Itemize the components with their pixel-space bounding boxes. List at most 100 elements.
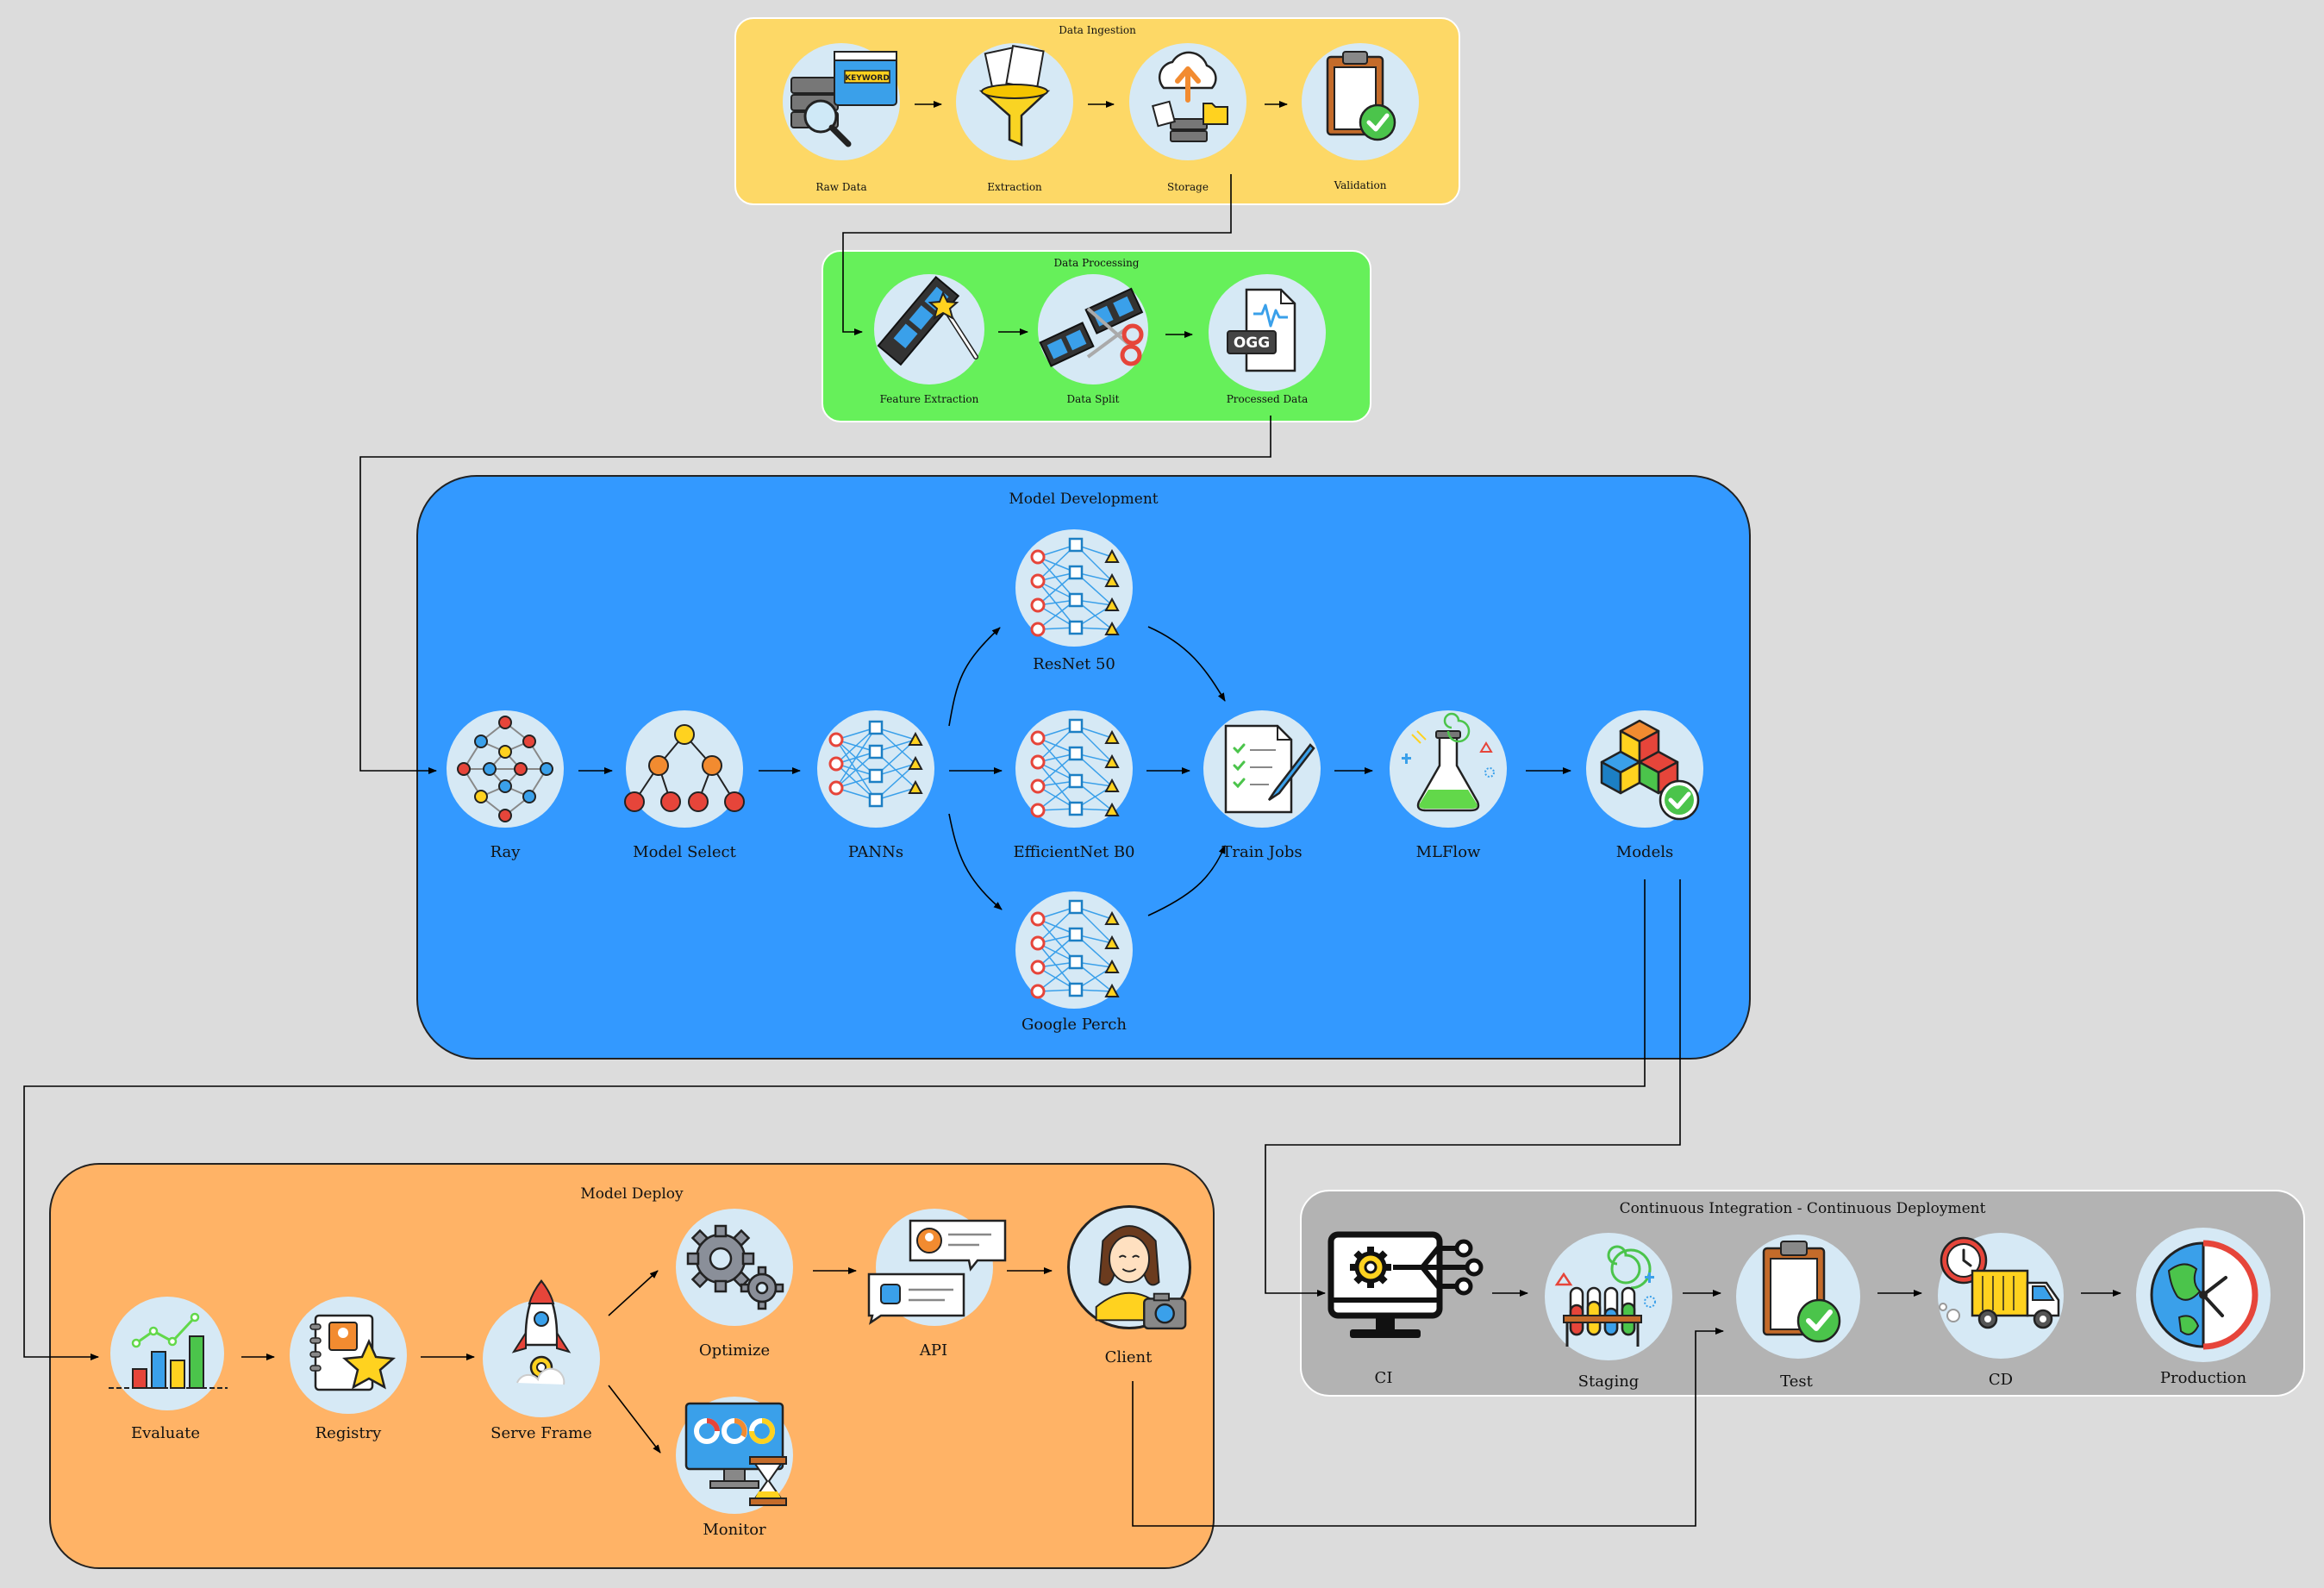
node-google-perch[interactable]: Google Perch: [1014, 891, 1134, 1047]
node-storage[interactable]: Storage: [1128, 43, 1248, 198]
clipboard-check-icon: [1736, 1235, 1860, 1359]
group-title: Data Ingestion: [1059, 24, 1136, 36]
node-feature-extraction[interactable]: Feature Extraction: [869, 274, 990, 412]
node-staging[interactable]: Staging: [1545, 1233, 1672, 1397]
edge-models-evaluate: [23, 879, 1646, 1360]
edge-resnet-train: [1147, 626, 1226, 702]
node-data-split[interactable]: Data Split: [1033, 274, 1153, 412]
edge-processed-ray: [359, 416, 1271, 774]
gears-icon: [676, 1209, 793, 1326]
neural-network-icon: [1015, 891, 1133, 1009]
node-ray[interactable]: Ray: [445, 710, 565, 874]
node-label: Serve Frame: [490, 1424, 592, 1442]
cloud-upload-server-icon: [1129, 43, 1246, 160]
node-label: Raw Data: [815, 181, 867, 193]
node-label: CI: [1374, 1369, 1393, 1387]
node-test[interactable]: Test: [1736, 1235, 1860, 1398]
node-model-select[interactable]: Model Select: [624, 710, 745, 874]
svg-text:OGG: OGG: [1234, 334, 1270, 352]
node-validation[interactable]: Validation: [1300, 43, 1421, 198]
group-model-deploy: Model Deploy: [49, 1163, 1215, 1569]
node-processed-data[interactable]: OGG Processed Data: [1207, 274, 1328, 412]
node-raw-data[interactable]: KEYWORD Raw Data: [781, 43, 902, 198]
edge-panns-perch: [948, 813, 1003, 910]
node-label: Train Jobs: [1221, 843, 1303, 861]
node-label: Data Split: [1066, 393, 1120, 405]
node-models[interactable]: Models: [1584, 710, 1705, 874]
network-graph-icon: [447, 710, 564, 828]
node-label: ResNet 50: [1033, 655, 1115, 673]
node-mlflow[interactable]: MLFlow: [1388, 710, 1509, 874]
node-label: Evaluate: [130, 1424, 200, 1442]
flask-icon: [1390, 710, 1507, 828]
film-magic-wand-icon: [874, 274, 984, 384]
clipboard-check-icon: [1302, 43, 1419, 160]
node-label: EfficientNet B0: [1013, 843, 1135, 861]
neural-network-icon: [1015, 529, 1133, 647]
notebook-star-icon: [290, 1297, 407, 1414]
node-ci[interactable]: CI: [1328, 1229, 1500, 1393]
group-title: Model Development: [1009, 491, 1159, 508]
node-client[interactable]: Client: [1064, 1205, 1193, 1369]
node-label: API: [919, 1341, 948, 1360]
monitor-gear-circuit-icon: [1328, 1229, 1491, 1357]
node-production[interactable]: Production: [2136, 1228, 2271, 1397]
checklist-pen-icon: [1203, 710, 1321, 828]
node-label: CD: [1988, 1371, 2014, 1389]
node-label: Staging: [1577, 1372, 1640, 1391]
node-label: Test: [1780, 1372, 1813, 1391]
bar-chart-icon: [109, 1297, 228, 1410]
node-label: PANNs: [847, 843, 904, 861]
edge-perch-train: [1147, 845, 1226, 916]
node-label: Models: [1615, 843, 1674, 861]
edge-models-ci: [1265, 879, 1681, 1297]
node-efficientnet-b0[interactable]: EfficientNet B0: [1013, 710, 1135, 874]
globe-clock-icon: [2136, 1228, 2271, 1362]
group-title: Data Processing: [1053, 257, 1140, 269]
tree-hierarchy-icon: [624, 710, 745, 828]
chat-cards-icon: [867, 1209, 1007, 1326]
node-label: Registry: [315, 1424, 382, 1442]
node-extraction[interactable]: Extraction: [954, 43, 1075, 198]
node-label: Ray: [490, 843, 521, 861]
node-registry[interactable]: Registry: [288, 1297, 409, 1452]
neural-network-icon: [1015, 710, 1133, 828]
node-label: Production: [2159, 1369, 2247, 1387]
node-serve-frame[interactable]: Serve Frame: [481, 1279, 602, 1452]
edge-serve-optimize: [608, 1270, 659, 1316]
cubes-check-icon: [1586, 710, 1703, 828]
node-train-jobs[interactable]: Train Jobs: [1202, 710, 1322, 874]
test-tubes-icon: [1545, 1233, 1672, 1360]
node-label: MLFlow: [1415, 843, 1481, 861]
node-evaluate[interactable]: Evaluate: [105, 1297, 228, 1452]
node-label: Monitor: [703, 1521, 766, 1539]
node-label: Storage: [1167, 181, 1209, 193]
funnel-documents-icon: [956, 43, 1073, 160]
svg-text:KEYWORD: KEYWORD: [845, 74, 890, 83]
node-resnet-50[interactable]: ResNet 50: [1014, 529, 1134, 685]
node-label: Client: [1104, 1348, 1153, 1366]
node-panns[interactable]: PANNs: [815, 710, 936, 874]
edge-panns-resnet: [948, 627, 1001, 727]
node-label: Model Select: [633, 843, 736, 861]
edge-storage-feature: [842, 174, 1232, 335]
monitor-hourglass-icon: [676, 1397, 793, 1514]
node-monitor[interactable]: Monitor: [674, 1397, 795, 1552]
ogg-file-icon: OGG: [1209, 274, 1326, 391]
node-label: Google Perch: [1021, 1016, 1127, 1034]
edge-serve-monitor: [608, 1385, 661, 1454]
group-title: Continuous Integration - Continuous Depl…: [1619, 1200, 1986, 1217]
database-search-icon: KEYWORD: [783, 43, 900, 160]
node-optimize[interactable]: Optimize: [674, 1209, 795, 1364]
node-cd[interactable]: CD: [1936, 1233, 2065, 1397]
film-scissors-icon: [1038, 274, 1148, 384]
node-api[interactable]: API: [867, 1209, 1007, 1364]
node-label: Extraction: [987, 181, 1042, 193]
group-title: Model Deploy: [580, 1185, 684, 1203]
delivery-truck-clock-icon: [1938, 1233, 2064, 1359]
node-label: Feature Extraction: [879, 393, 979, 405]
node-label: Processed Data: [1226, 393, 1309, 405]
node-label: Optimize: [698, 1341, 771, 1360]
